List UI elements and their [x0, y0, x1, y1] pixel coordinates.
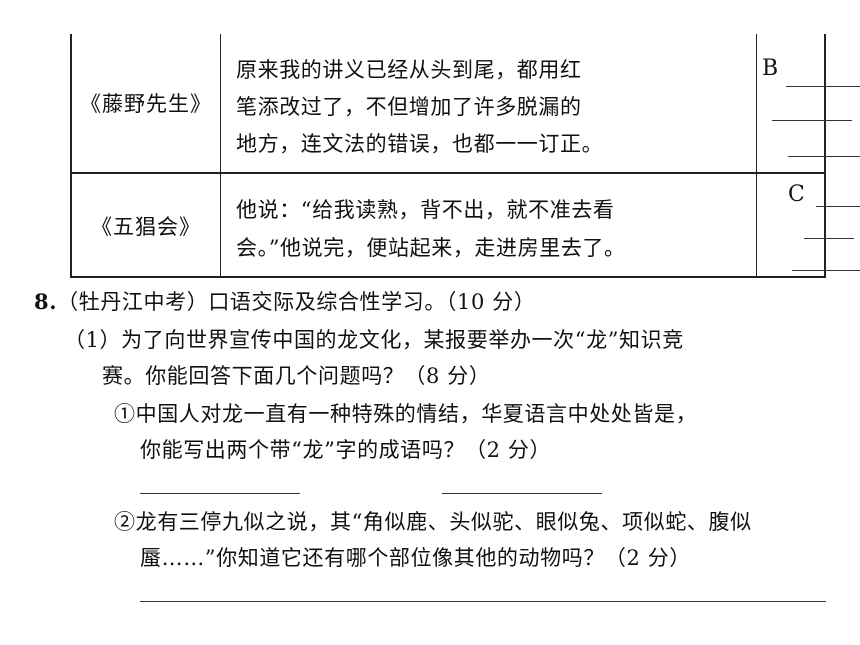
- comparison-table: 《藤野先生》 原来我的讲义已经从头到尾，都用红 笔添改过了，不但增加了许多脱漏的…: [70, 34, 860, 278]
- quote-cell: 他说：“给我读熟，背不出，就不准去看 会。”他说完，便站起来，走进房里去了。: [222, 174, 757, 278]
- subquestion-2-line: 蜃……”你知道它还有哪个部位像其他的动物吗？（2 分）: [140, 546, 691, 570]
- subquestion-1-line: 你能写出两个带“龙”字的成语吗？（2 分）: [140, 438, 552, 462]
- answer-blank[interactable]: [816, 206, 860, 207]
- answer-blank[interactable]: [804, 238, 854, 239]
- answer-cell: C: [758, 174, 860, 278]
- table-row: 《五猖会》 他说：“给我读熟，背不出，就不准去看 会。”他说完，便站起来，走进房…: [72, 172, 860, 278]
- idiom-answer-blank-1[interactable]: [140, 493, 300, 494]
- answer-blank[interactable]: [786, 86, 860, 87]
- answer-blank[interactable]: [792, 270, 860, 271]
- table-row: 《藤野先生》 原来我的讲义已经从头到尾，都用红 笔添改过了，不但增加了许多脱漏的…: [72, 34, 860, 172]
- part1-line: 赛。你能回答下面几个问题吗？（8 分）: [102, 364, 491, 388]
- part1-line: （1）为了向世界宣传中国的龙文化，某报要举办一次“龙”知识竞: [64, 328, 684, 352]
- question-title: （牡丹江中考）口语交际及综合性学习。（10 分）: [57, 290, 536, 314]
- book-title: 《藤野先生》: [80, 92, 212, 116]
- subquestion-1-line: ①中国人对龙一直有一种特殊的情结，华夏语言中处处皆是，: [114, 402, 698, 426]
- book-title: 《五猖会》: [91, 215, 201, 239]
- body-part-answer-blank[interactable]: [140, 601, 826, 602]
- subquestion-2-line: ②龙有三停九似之说，其“角似鹿、头似驼、眼似兔、项似蛇、腹似: [114, 510, 752, 534]
- answer-blank[interactable]: [788, 156, 860, 157]
- answer-blank[interactable]: [772, 120, 852, 121]
- answer-letter: C: [788, 182, 805, 207]
- idiom-answer-blank-2[interactable]: [442, 493, 602, 494]
- quote-line: 笔添改过了，不但增加了许多脱漏的: [236, 95, 582, 119]
- quote-line: 原来我的讲义已经从头到尾，都用红: [236, 58, 582, 82]
- question-number: 8.: [34, 289, 58, 314]
- book-title-cell: 《藤野先生》: [72, 34, 221, 172]
- quote-line: 他说：“给我读熟，背不出，就不准去看: [236, 198, 615, 222]
- answer-letter: B: [762, 56, 779, 81]
- answer-cell: B: [758, 34, 860, 172]
- quote-cell: 原来我的讲义已经从头到尾，都用红 笔添改过了，不但增加了许多脱漏的 地方，连文法…: [222, 34, 757, 172]
- book-title-cell: 《五猖会》: [72, 174, 221, 278]
- question-header: 8.（牡丹江中考）口语交际及综合性学习。（10 分）: [34, 286, 535, 316]
- quote-line: 会。”他说完，便站起来，走进房里去了。: [236, 236, 626, 260]
- quote-line: 地方，连文法的错误，也都一一订正。: [236, 132, 604, 156]
